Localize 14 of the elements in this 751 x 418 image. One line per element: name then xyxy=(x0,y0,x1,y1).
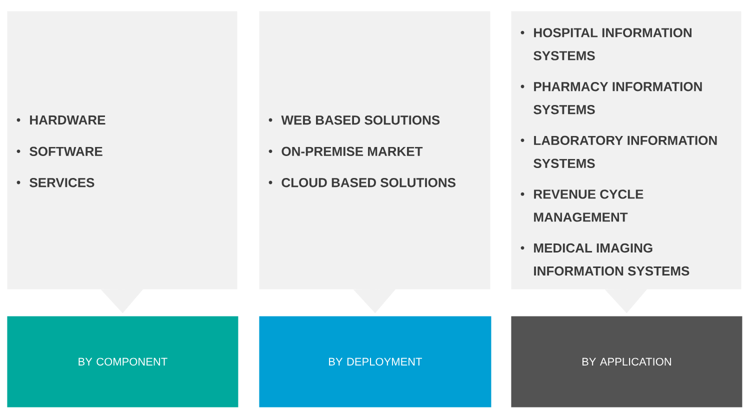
category-box: BY DEPLOYMENT xyxy=(259,316,492,408)
list-item: HARDWARE xyxy=(30,116,106,124)
list-item: ON-PREMISE MARKET xyxy=(282,146,423,156)
category-box: BY COMPONENT xyxy=(7,316,238,408)
list-item: HOSPITAL INFORMATION SYSTEMS xyxy=(534,28,692,60)
list-item: MEDICAL IMAGING INFORMATION SYSTEMS xyxy=(534,243,690,276)
category-box: BY APPLICATION xyxy=(511,316,742,408)
list-item: PHARMACY INFORMATION SYSTEMS xyxy=(534,82,702,114)
list-item: WEB BASED SOLUTIONS xyxy=(281,116,440,125)
list-item: CLOUD BASED SOLUTIONS xyxy=(282,178,456,188)
list-item: LABORATORY INFORMATION SYSTEMS xyxy=(534,136,717,168)
list-item: REVENUE CYCLE MANAGEMENT xyxy=(534,190,644,222)
list-item: SERVICES xyxy=(30,178,94,188)
list-item: SOFTWARE xyxy=(30,146,102,156)
